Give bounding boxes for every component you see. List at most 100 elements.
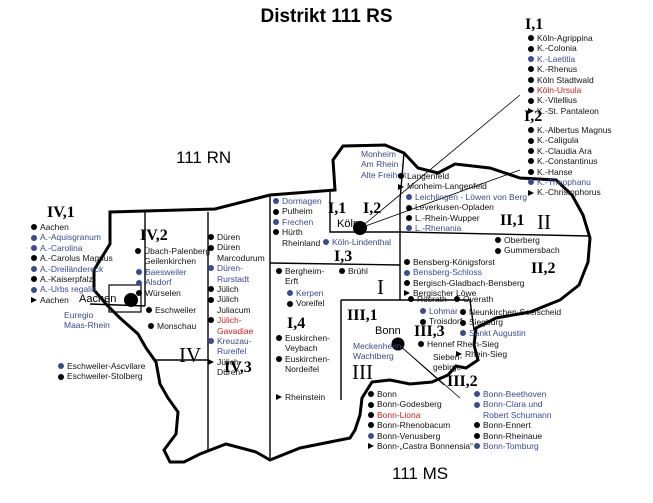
black-dot-icon	[404, 259, 410, 266]
club-item: L.-Rhenania	[406, 223, 527, 233]
blue-dot-icon	[136, 269, 142, 276]
club-item: Jülich-	[208, 315, 265, 325]
club-name: Rösrath	[417, 294, 447, 304]
club-item: Bergischer Löwe	[404, 288, 525, 298]
zone-label-III1: III,1	[347, 307, 378, 324]
club-item: Bergisch-Gladbach-Bensberg	[404, 278, 525, 288]
club-name: K.-Laetitia	[537, 53, 576, 64]
triangle-marker-icon	[398, 183, 404, 190]
club-item: Würselen	[136, 288, 187, 298]
club-name: K.-Claudia Ara	[537, 145, 592, 156]
club-item: Kreuzau-	[208, 336, 265, 346]
black-dot-icon	[528, 148, 534, 155]
club-item: Jülich	[208, 294, 265, 304]
club-name: Köln-Ursula	[537, 85, 582, 96]
club-item: K.-Colonia	[528, 43, 599, 53]
club-item: A.-Kaiserpfalz	[31, 274, 113, 284]
club-item: Veybach	[276, 343, 330, 353]
club-item: Leichlingen - Löwen von Berg	[406, 192, 527, 202]
black-dot-icon	[528, 168, 534, 175]
club-item: A.-Carolina	[31, 243, 113, 253]
club-item: Pulheim	[273, 206, 322, 216]
club-item: Bensberg-Schloss	[404, 267, 525, 277]
club-item: A.-Urbs regalis	[31, 284, 113, 294]
black-dot-icon	[368, 401, 374, 408]
zone-label-II: II	[537, 210, 551, 234]
club-name: Düren-	[217, 263, 243, 274]
club-item: Bonn-Tomburg	[474, 441, 552, 451]
club-name: A.-Aquisgranum	[40, 232, 101, 243]
blue-dot-icon	[31, 286, 37, 293]
club-name: Alsdorf	[145, 277, 172, 288]
club-item: K.-Christophorus	[528, 187, 612, 197]
bonn-label: Bonn	[375, 325, 401, 337]
club-name: K.-Albertus Magnus	[537, 125, 612, 135]
club-name: Siegburg	[469, 317, 504, 328]
club-item: Sieben-	[424, 352, 462, 362]
club-name: Köln-Lindenthal	[332, 237, 392, 247]
black-dot-icon	[368, 422, 374, 429]
club-name: Jülich-	[217, 356, 242, 367]
zone-label-IV: IV	[179, 343, 202, 367]
black-dot-icon	[528, 45, 534, 52]
club-name: Bonn-Tomburg	[483, 441, 539, 452]
club-name: Geilenkirchen	[144, 256, 196, 267]
club-name: Euskirchen-	[285, 353, 330, 364]
black-dot-icon	[528, 137, 534, 144]
club-item: Gavadiae	[208, 326, 265, 336]
black-dot-icon	[495, 237, 501, 244]
zone-label-I: I	[377, 275, 384, 299]
zone-label-III: III	[352, 360, 373, 384]
club-name: Baesweiler	[145, 267, 187, 277]
black-dot-icon	[474, 432, 480, 439]
black-dot-icon	[406, 204, 412, 211]
black-dot-icon	[528, 66, 534, 73]
club-name: Eschweiler-Stolberg	[67, 371, 143, 382]
zone-label-III2: III,2	[447, 373, 478, 390]
club-item: Gummersbach	[495, 245, 560, 255]
club-name: Bonn-Ennert	[483, 420, 531, 431]
club-name: Veybach	[285, 343, 318, 354]
club-name: Monheim-Langenfeld	[407, 181, 487, 192]
blue-dot-icon	[287, 290, 293, 297]
club-name: Leichlingen - Löwen von Berg	[415, 192, 527, 202]
club-name: Aachen	[40, 222, 69, 232]
club-list-siebengebirge: Sieben-gebirge	[424, 352, 462, 373]
club-item: Leverkusen-Opladen	[406, 202, 527, 212]
triangle-marker-icon	[208, 359, 214, 366]
club-list-monschau: Monschau	[148, 321, 196, 331]
club-name: Sieben-	[433, 352, 463, 362]
club-item: Jülich	[208, 284, 265, 294]
club-item: Langenfeld	[398, 171, 487, 181]
zone-label-I1: I,1	[525, 16, 544, 33]
black-dot-icon	[58, 373, 64, 380]
club-name: Robert Schumann	[483, 409, 552, 420]
club-item: Bonn-Rheinaue	[474, 431, 552, 441]
zone-label-IV3: IV,3	[224, 359, 252, 376]
club-item: Juliacum	[208, 305, 265, 315]
blue-dot-icon	[31, 265, 37, 272]
club-item: gebirge	[424, 362, 462, 372]
club-name: K.-Colonia	[537, 43, 577, 54]
black-dot-icon	[287, 300, 293, 307]
club-name: Voreifel	[296, 298, 325, 309]
club-item: Eschweiler-Stolberg	[58, 371, 145, 381]
club-name: Aachen	[40, 294, 69, 305]
club-item: Aachen	[31, 222, 113, 232]
club-item: Bonn-Venusberg	[368, 431, 473, 441]
club-item: Rösrath	[408, 294, 447, 304]
club-name: Eschweiler-Ascvilare	[67, 361, 146, 371]
club-name: Leverkusen-Opladen	[415, 202, 494, 213]
club-name: Bonn-Beethoven	[483, 389, 547, 399]
red-dot-icon	[368, 412, 374, 419]
club-name: L.-Rhenania	[415, 223, 462, 234]
club-name: Köln Stadtwald	[537, 74, 594, 85]
club-item: Alsdorf	[136, 277, 187, 287]
